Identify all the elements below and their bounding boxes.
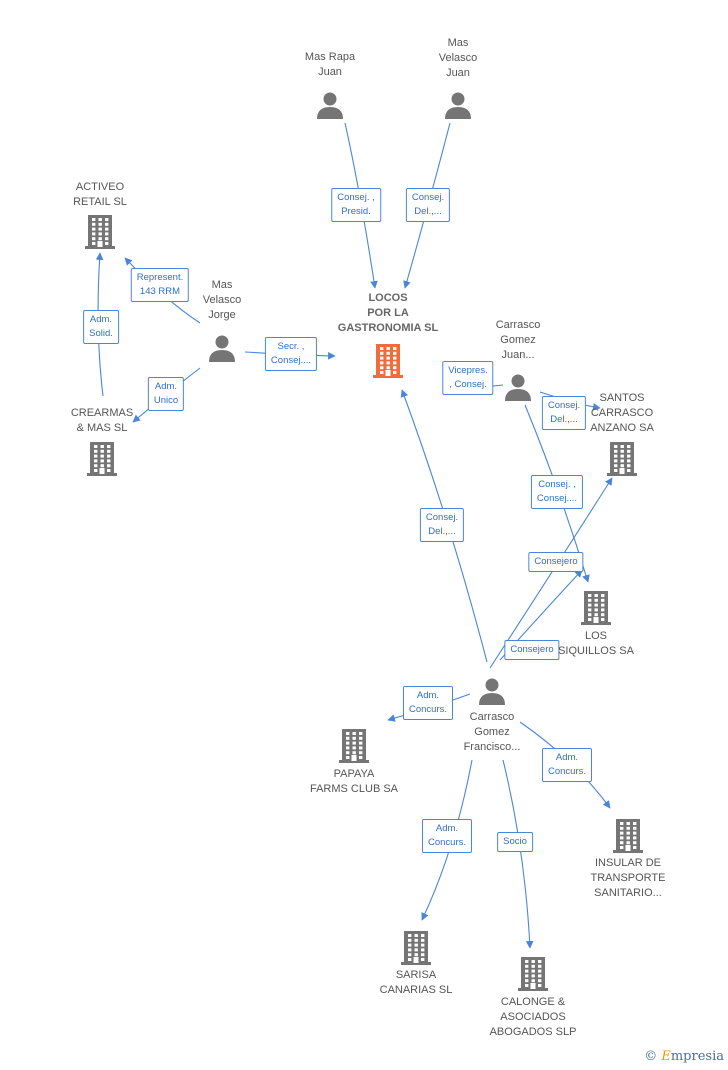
node-label-calonge[interactable]: CALONGE & ASOCIADOS ABOGADOS SLP	[489, 996, 577, 1038]
person-icon[interactable]	[315, 90, 345, 125]
edge-label-mas_rapa-to-locos[interactable]: Consej. , Presid.	[331, 188, 381, 222]
edge-label-carrasco_francisco-to-papaya[interactable]: Adm. Concurs.	[402, 686, 454, 720]
edge-label-carrasco_francisco-to-insular[interactable]: Adm. Concurs.	[541, 748, 593, 782]
person-icon[interactable]	[443, 90, 473, 125]
building-icon[interactable]	[84, 213, 116, 254]
person-icon[interactable]	[503, 372, 533, 407]
edge-label-crearmas-to-activeo[interactable]: Adm. Solid.	[83, 310, 119, 344]
node-label-crearmas[interactable]: CREARMAS & MAS SL	[70, 407, 134, 434]
credit: © Empresia	[644, 1049, 724, 1064]
building-icon[interactable]	[606, 440, 638, 481]
brand-initial: E	[661, 1049, 671, 1064]
node-label-mas_rapa[interactable]: Mas Rapa Juan	[304, 51, 356, 78]
building-icon[interactable]	[580, 589, 612, 630]
copyright-icon: ©	[644, 1049, 658, 1064]
node-label-santos[interactable]: SANTOS CARRASCO ANZANO SA	[590, 392, 654, 434]
edge-label-carrasco_francisco-to-santos[interactable]: Consejero	[504, 640, 560, 660]
node-label-carrasco_francisco[interactable]: Carrasco Gomez Francisco...	[463, 711, 521, 753]
edge-label-mas_velasco_jorge-to-crearmas[interactable]: Adm. Unico	[147, 377, 185, 411]
building-icon[interactable]	[612, 817, 644, 858]
building-icon[interactable]	[86, 440, 118, 481]
edge-label-carrasco_francisco-to-sarisa[interactable]: Adm. Concurs.	[421, 819, 473, 853]
node-label-los_siquillos[interactable]: LOS SIQUILLOS SA	[558, 630, 634, 657]
edge-label-carrasco_francisco-to-los_siquillos[interactable]: Consejero	[528, 552, 584, 572]
edge-label-mas_velasco_juan-to-locos[interactable]: Consej. Del.,...	[405, 188, 451, 222]
building-icon[interactable]	[517, 955, 549, 996]
node-label-carrasco_juan[interactable]: Carrasco Gomez Juan...	[495, 319, 541, 361]
person-icon[interactable]	[477, 676, 507, 711]
edge-carrasco_francisco-to-calonge	[502, 759, 534, 949]
edge-label-carrasco_juan-to-santos[interactable]: Consej. Del.,...	[541, 396, 587, 430]
node-label-mas_velasco_jorge[interactable]: Mas Velasco Jorge	[202, 279, 242, 321]
building-icon[interactable]	[338, 727, 370, 768]
edge-label-carrasco_francisco-to-locos[interactable]: Consej. Del.,...	[419, 508, 465, 542]
brand-name: mpresia	[670, 1049, 724, 1064]
building-icon[interactable]	[400, 929, 432, 970]
node-label-mas_velasco_juan[interactable]: Mas Velasco Juan	[438, 37, 478, 79]
edge-label-carrasco_francisco-to-calonge[interactable]: Socio	[497, 832, 533, 852]
edge-label-carrasco_juan-to-los_siquillos[interactable]: Consej. , Consej....	[530, 475, 584, 509]
node-label-sarisa[interactable]: SARISA CANARIAS SL	[379, 969, 453, 996]
edge-label-carrasco_juan-to-locos[interactable]: Vicepres. , Consej.	[442, 361, 494, 395]
node-label-locos[interactable]: LOCOS POR LA GASTRONOMIA SL	[337, 292, 439, 334]
focus-building-icon[interactable]	[372, 342, 404, 383]
node-label-insular[interactable]: INSULAR DE TRANSPORTE SANITARIO...	[590, 857, 666, 899]
node-label-papaya[interactable]: PAPAYA FARMS CLUB SA	[309, 768, 399, 795]
edge-label-mas_velasco_jorge-to-locos[interactable]: Secr. , Consej....	[264, 337, 318, 371]
node-label-activeo[interactable]: ACTIVEO RETAIL SL	[73, 181, 127, 208]
edge-label-mas_velasco_jorge-to-activeo[interactable]: Represent. 143 RRM	[130, 268, 190, 302]
person-icon[interactable]	[207, 333, 237, 368]
